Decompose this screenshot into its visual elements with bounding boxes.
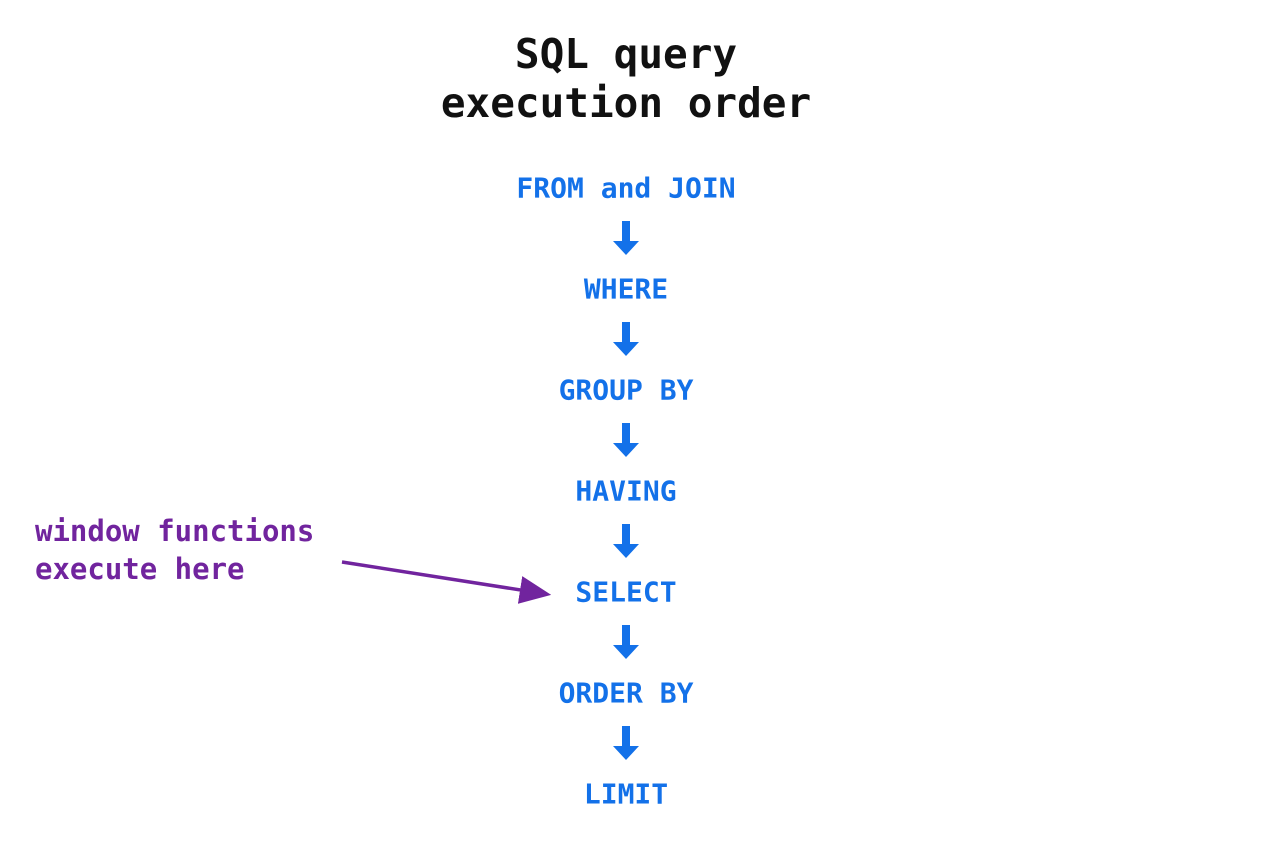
page-title-line-1: SQL query (514, 30, 738, 78)
flow-step-select: SELECT (575, 575, 677, 609)
down-arrow-icon (613, 221, 639, 255)
page-title-line-2: execution order (440, 79, 812, 127)
flow-step-where: WHERE (583, 272, 669, 306)
annotation-arrow-icon (341, 560, 552, 604)
annotation-line-2: execute here (35, 552, 245, 586)
page-title: SQL query execution order (441, 30, 811, 128)
window-functions-annotation: window functions execute here (35, 512, 314, 588)
flow-step-order-by: ORDER BY (558, 676, 694, 710)
down-arrow-icon (613, 625, 639, 659)
down-arrow-icon (613, 726, 639, 760)
flow-step-from-and-join: FROM and JOIN (516, 171, 736, 205)
flow-step-having: HAVING (575, 474, 677, 508)
down-arrow-icon (613, 423, 639, 457)
flow-step-group-by: GROUP BY (558, 373, 694, 407)
down-arrow-icon (613, 322, 639, 356)
flow-step-limit: LIMIT (583, 777, 669, 811)
down-arrow-icon (613, 524, 639, 558)
annotation-line-1: window functions (35, 514, 315, 548)
